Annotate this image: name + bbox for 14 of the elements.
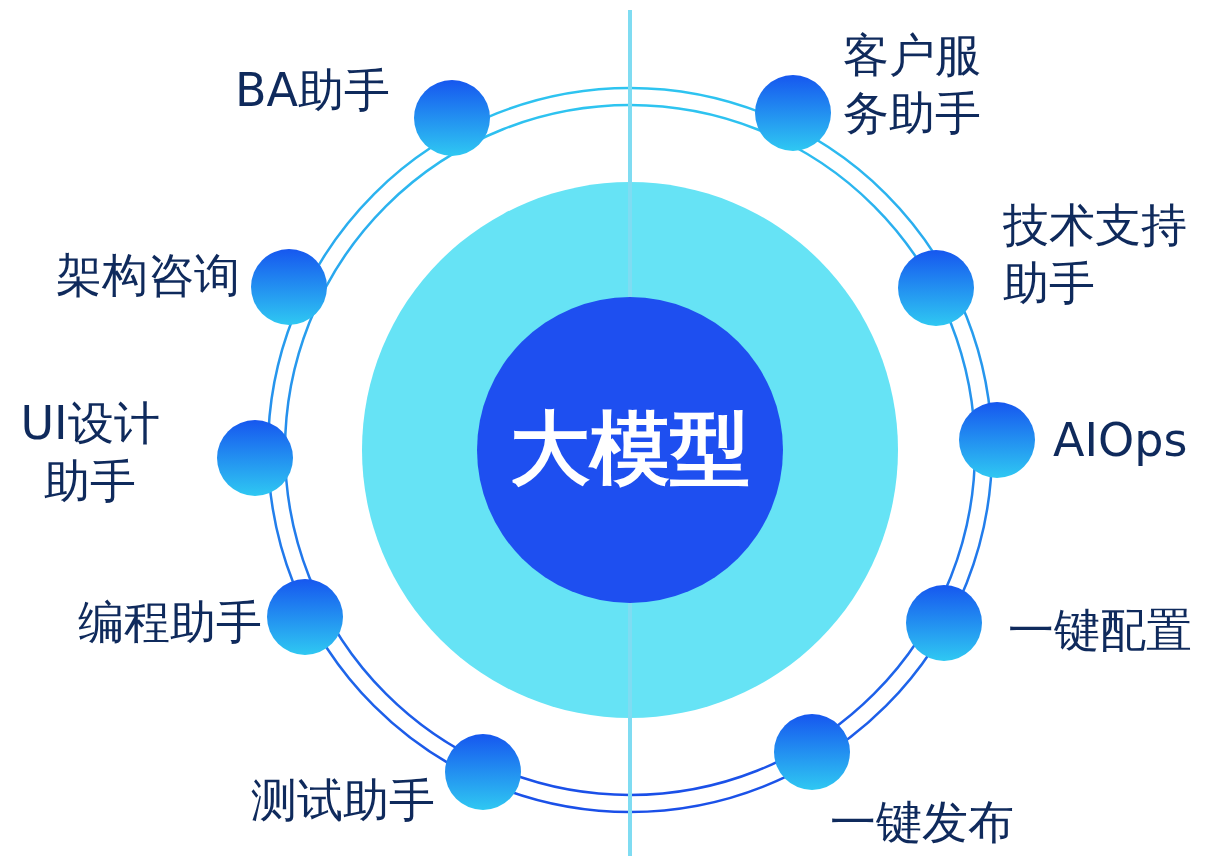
node-label: 测试助手 xyxy=(250,772,435,829)
node-dot xyxy=(906,585,982,661)
node-label: 一键发布 xyxy=(830,794,1015,851)
node-label: 技术支持助手 xyxy=(1003,197,1188,312)
node-label: BA助手 xyxy=(233,62,390,119)
node-label: AIOps xyxy=(1053,412,1189,469)
node-label: 编程助手 xyxy=(77,594,262,651)
node-dot xyxy=(774,714,850,790)
node-label: 客户服务助手 xyxy=(843,27,982,142)
node-label: 一键配置 xyxy=(1008,602,1193,659)
node-label: 架构咨询 xyxy=(55,247,240,304)
core-title: 大模型 xyxy=(510,401,750,497)
node-dot xyxy=(898,250,974,326)
node-label: UI设计助手 xyxy=(19,395,161,510)
